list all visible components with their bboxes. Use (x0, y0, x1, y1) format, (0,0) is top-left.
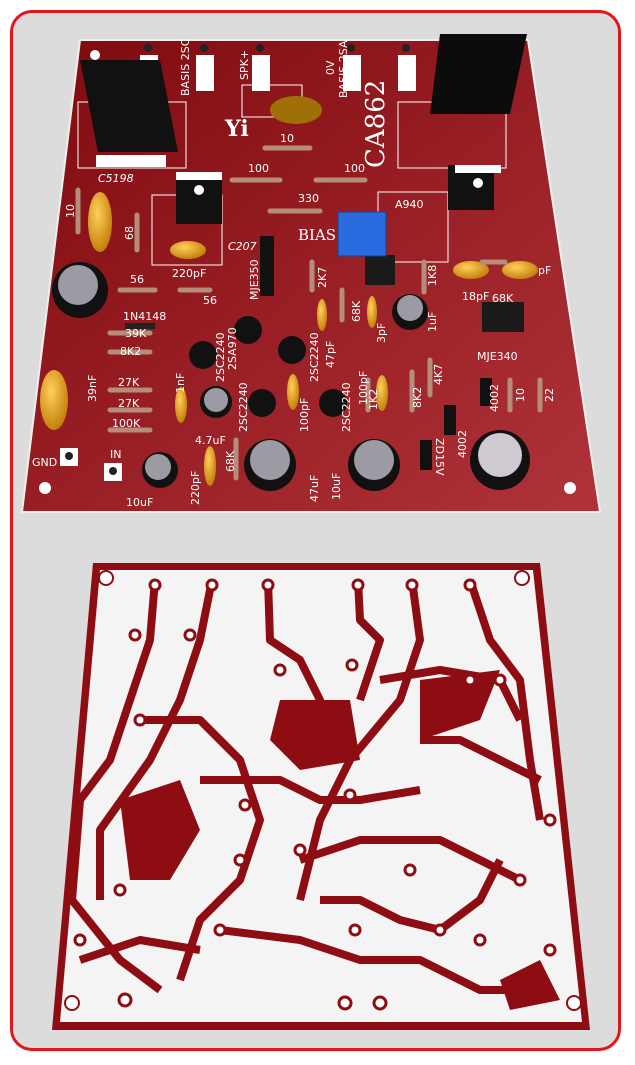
label-r330: 330 (298, 192, 319, 205)
label-1uf: 1uF (426, 312, 439, 332)
connector-label-0v: 0V (324, 60, 337, 75)
label-4002: 4002 (488, 384, 501, 412)
label-10: 10 (514, 388, 527, 402)
diodes (125, 323, 492, 470)
label-4-7uf: 4.7uF (195, 434, 226, 447)
label-22: 22 (543, 388, 556, 402)
connector-label-basis-2sc: BASIS 2SC (179, 38, 192, 96)
label-220pf: 220pF (189, 471, 202, 505)
label-8k2: 8K2 (120, 345, 141, 358)
ceramic-capacitors (40, 96, 538, 486)
label-c5198: C5198 (98, 172, 134, 185)
label-1nf: 1nF (174, 373, 187, 393)
label-r10: 10 (280, 132, 294, 145)
label-c207: C207 (228, 240, 257, 253)
mounting-holes (39, 50, 576, 494)
label-56: 56 (203, 294, 217, 307)
label-2sc2240: 2SC2240 (308, 332, 321, 382)
bias-potentiometer[interactable] (337, 211, 387, 257)
label-8k2: 8K2 (411, 387, 424, 408)
connector-label-spk: SPK+ (238, 50, 251, 80)
label-mje340: MJE340 (477, 350, 518, 363)
label-a940: A940 (395, 198, 424, 211)
label-r10: 10 (64, 204, 77, 218)
component-labels: 10 100 100 C5198 330 A940 BIAS C207 10 6… (32, 132, 556, 509)
label-100pf: 100pF (357, 371, 370, 405)
power-transistor-c5198 (80, 60, 178, 167)
connector-label-basis-2sa: BASIS 2SA (337, 40, 350, 98)
label-100pf: 100pF (298, 398, 311, 432)
label-68k: 68K (492, 292, 514, 305)
label-gnd: GND (32, 456, 57, 469)
label-2sc2240: 2SC2240 (214, 332, 227, 382)
label-100k: 100K (112, 417, 141, 430)
label-2k7: 2K7 (316, 267, 329, 288)
label-68k: 68K (224, 450, 237, 472)
resistors (75, 145, 543, 481)
label-18pf: 18pF (462, 290, 489, 303)
label-r68: 68 (123, 226, 136, 240)
small-signal-transistors (189, 316, 347, 417)
brand-logo: Yi (224, 116, 249, 142)
mounting-holes-bottom (64, 570, 582, 1011)
label-2sc2240: 2SC2240 (340, 382, 353, 432)
label-1n4148: 1N4148 (123, 310, 166, 323)
label-220pf: 220pF (172, 267, 206, 280)
copper-pours (120, 670, 560, 1010)
label-10uf: 10uF (330, 473, 343, 500)
label-56: 56 (130, 273, 144, 286)
electrolytic-capacitors (52, 262, 530, 491)
model-label: CA862 (361, 80, 391, 168)
label-in: IN (110, 448, 121, 461)
label-3pf: 3pF (375, 323, 388, 343)
label-r100: 100 (248, 162, 269, 175)
label-39nf: 39nF (86, 375, 99, 402)
copper-traces (68, 578, 544, 994)
label-mje350: MJE350 (248, 259, 261, 300)
label-27k: 27K (118, 376, 140, 389)
label-4k7: 4K7 (432, 364, 445, 385)
label-1k2: 1K2 (367, 389, 380, 410)
label-47uf: 47uF (308, 475, 321, 502)
solder-pads (73, 578, 557, 1011)
label-1k8: 1K8 (426, 265, 439, 286)
label-zd15v: ZD15V (433, 438, 446, 476)
label-47pf: 47pF (324, 341, 337, 368)
component-side-board: BASIS 2SC SPK+ 0V BASIS 2SA Yi CA862 10 … (20, 34, 602, 513)
copper-side-board (52, 563, 590, 1030)
label-r100: 100 (344, 162, 365, 175)
label-2sc2240: 2SC2240 (237, 382, 250, 432)
label-27k: 27K (118, 397, 140, 410)
driver-transistors (176, 165, 524, 332)
power-transistor-a1941 (430, 34, 527, 114)
label-4002: 4002 (456, 430, 469, 458)
label-10uf: 10uF (126, 496, 153, 509)
label-2sa970: 2SA970 (226, 327, 239, 370)
label-68k: 68K (350, 300, 363, 322)
label-bias: BIAS (298, 226, 336, 244)
label-pf: pF (538, 264, 551, 277)
label-39k: 39K (125, 327, 147, 340)
